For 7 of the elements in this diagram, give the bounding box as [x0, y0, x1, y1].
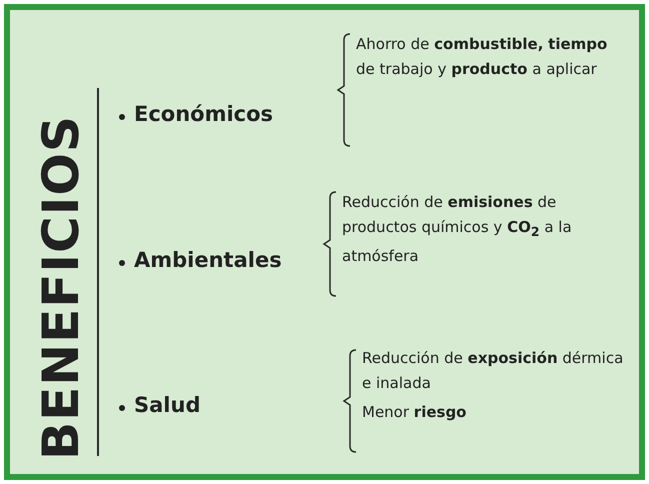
description-text: Menor riesgo: [362, 402, 468, 423]
bullet-item: Económicos: [134, 102, 274, 126]
bullet-item: Ambientales: [134, 248, 282, 272]
description-text: Reducción de emisiones de productos químicos y CO$_{2}$ a la atmósfera: [342, 192, 573, 267]
vertical-title: BENEFICIOS: [32, 115, 90, 460]
bullet-item: Salud: [134, 393, 200, 417]
description-text: Ahorro de combustible, tiempo de trabajo y producto a aplicar: [356, 34, 608, 80]
